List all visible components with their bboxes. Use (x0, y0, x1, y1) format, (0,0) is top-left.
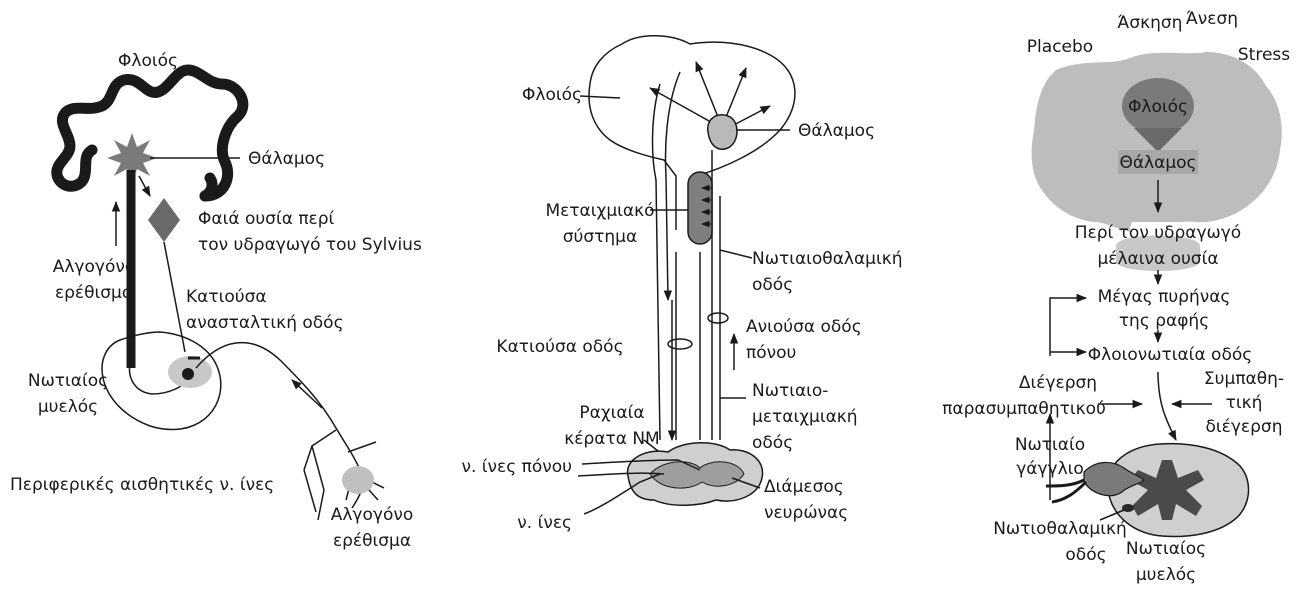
label-stimulus-a2-2: ερέθισμα (333, 531, 411, 551)
ascending-oval (708, 313, 728, 323)
panel-c: Placebo Άσκηση Άνεση Stress Φλοιός Θάλαμ… (942, 9, 1290, 585)
label-stimulus-a-2: ερέθισμα (55, 283, 133, 303)
descending-tract-b (666, 72, 680, 300)
synapse-dot-a (182, 368, 194, 380)
cortex-leader-b (580, 96, 620, 98)
label-pag-a-2: τον υδραγωγό του Sylvius (198, 235, 422, 255)
label-interneuron-2: νευρώνας (764, 503, 848, 523)
label-ascending-2: πόνου (746, 343, 796, 363)
label-cortex-b: Φλοιός (522, 85, 582, 105)
label-sym-3: διέγερση (1206, 417, 1283, 437)
label-parasym-2: παρασυμπαθητικού (942, 399, 1106, 419)
label-pag-c-1: Περί τον υδραγωγό (1075, 223, 1241, 243)
label-spinolimbic-3: οδός (752, 433, 793, 453)
label-cortex-c: Φλοιός (1128, 97, 1188, 117)
label-cortex-a: Φλοιός (118, 51, 178, 71)
label-relaxation: Άνεση (1186, 9, 1238, 29)
brainstem-outline-b (676, 252, 700, 440)
descending-long-b (653, 84, 660, 440)
label-spinolimbic-2: μεταιχμιακή (752, 407, 858, 427)
label-spinal-c-2: μυελός (1136, 565, 1196, 585)
label-descending-b: Κατιούσα οδός (496, 337, 623, 357)
label-spinothalamic-2: οδός (752, 275, 793, 295)
label-spinothalamic-1: Νωτιαιοθαλαμική (752, 249, 903, 269)
radiate-arrow-1 (650, 88, 718, 126)
label-stimulus-a2-1: Αλγογόνο (331, 505, 414, 525)
label-ganglion-1: Νωτιαίο (1015, 435, 1085, 455)
label-pag-a-1: Φαιά ουσία περί (198, 209, 335, 229)
label-sym-2: τική (1226, 393, 1263, 413)
ganglion-roots (1046, 480, 1086, 502)
spinothalamic-leader (720, 250, 752, 258)
afferent-arrow (292, 380, 322, 408)
label-parasym-1: Διέγερση (1019, 373, 1097, 393)
receptor-shading-a (342, 466, 374, 494)
radiate-arrow-2 (696, 62, 720, 122)
label-pain-fibers: ν. ίνες πόνου (462, 457, 573, 477)
bracket-arrow-top (1050, 298, 1086, 356)
label-raphe-1: Μέγας πυρήνας (1098, 287, 1231, 307)
label-descending-a-2: ανασταλτική οδός (186, 313, 344, 333)
label-dorsal-2: κέρατα ΝΜ (564, 429, 659, 449)
label-ganglion-2: γάγγλιο (1016, 459, 1084, 479)
label-spinolimbic-1: Νωτιαιο- (752, 381, 828, 401)
label-ascending-1: Ανιούσα οδός (746, 317, 862, 337)
panel-a: Φλοιός Θάλαμος Φαιά ουσία περί τον υδραγ… (10, 51, 422, 551)
pag-diamond (148, 198, 180, 242)
limbic-system-b (688, 172, 712, 244)
label-stimulus-a-1: Αλγογόνο (53, 257, 136, 277)
label-limbic-1: Μεταιχμιακό (545, 201, 654, 221)
cortex-wavy-left-end (205, 178, 212, 196)
label-spinothal-1: Νωτιοθαλαμική (993, 519, 1127, 539)
label-spinal-c-1: Νωτιαίος (1126, 539, 1206, 559)
label-sym-1: Συμπαθη- (1204, 369, 1284, 389)
label-peripheral: Περιφερικές αισθητικές ν. ίνες (10, 475, 274, 495)
label-dorsal-1: Ραχιαία (579, 403, 644, 423)
thalamus-b (708, 115, 737, 149)
label-stress: Stress (1238, 45, 1290, 65)
cs-down-arrow (1158, 372, 1176, 440)
label-pag-c-2: μέλαινα ουσία (1097, 249, 1218, 269)
label-spinothal-2: οδός (1065, 545, 1106, 565)
label-interneuron-1: Διάμεσος (764, 477, 844, 497)
panel-b: Φλοιός Θάλαμος Μεταιχμιακό σύστημα (462, 36, 903, 533)
label-placebo: Placebo (1027, 37, 1093, 57)
descending-inhibitory-line (164, 242, 185, 352)
label-spinal-a-2: μυελός (38, 397, 98, 417)
thalamus-to-pag-arrow (139, 176, 150, 196)
label-raphe-2: της ραφής (1119, 311, 1209, 331)
label-thalamus-c: Θάλαμος (1119, 153, 1196, 173)
gray-matter-b (650, 462, 744, 488)
label-thalamus-a: Θάλαμος (248, 149, 325, 169)
label-spinal-a-1: Νωτιαίος (28, 371, 108, 391)
label-descending-a-1: Κατιούσα (186, 287, 267, 307)
label-exercise: Άσκηση (1118, 13, 1183, 33)
label-thalamus-b: Θάλαμος (798, 121, 875, 141)
label-limbic-2: σύστημα (563, 227, 637, 247)
label-fibers: ν. ίνες (517, 513, 572, 533)
label-corticospinal: Φλοιονωτιαία οδός (1088, 345, 1252, 365)
radiate-arrow-3 (724, 68, 746, 122)
